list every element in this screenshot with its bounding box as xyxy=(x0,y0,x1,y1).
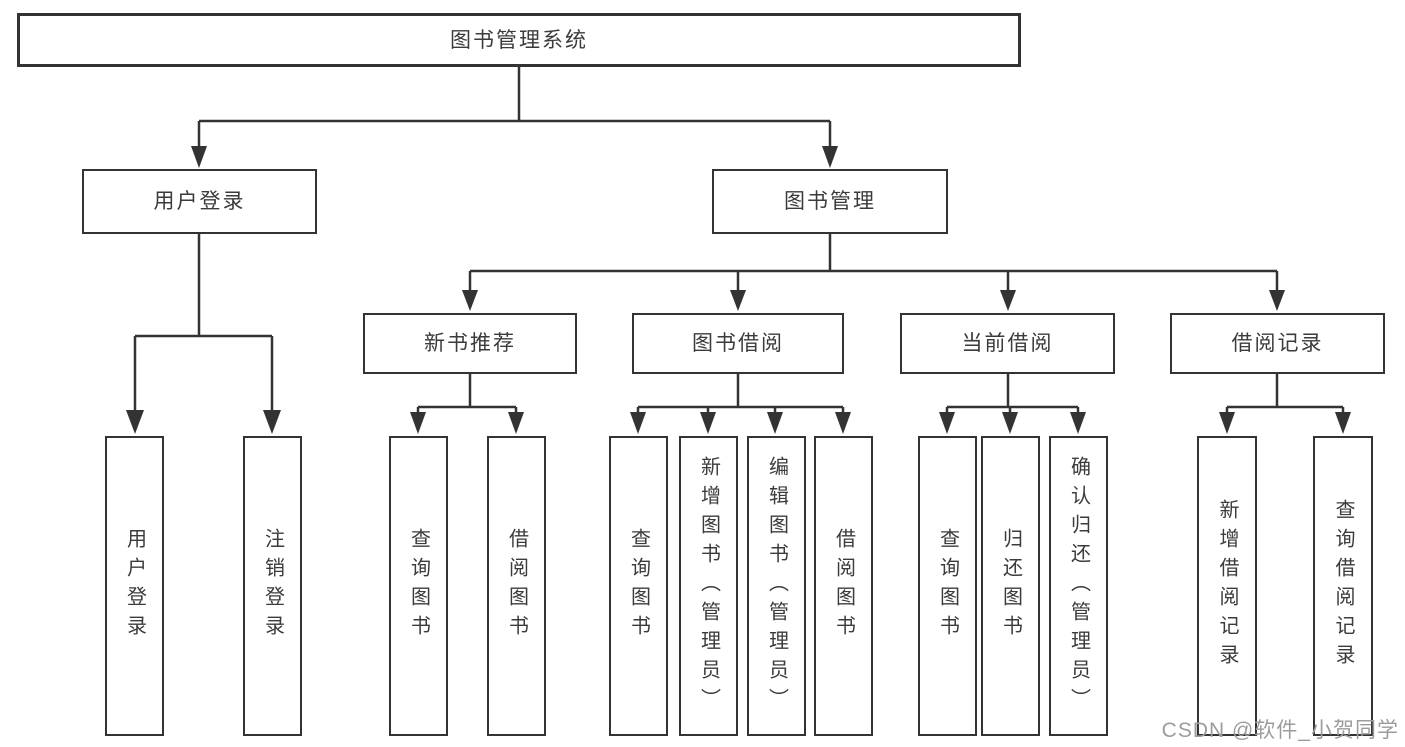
node-new-book-rec: 新书推荐 xyxy=(363,313,577,374)
leaf-br-add-record-label: 新增借阅记录 xyxy=(1216,499,1238,673)
leaf-bb-query-books: 查询图书 xyxy=(609,436,668,736)
leaf-rec-borrow-books: 借阅图书 xyxy=(487,436,546,736)
node-current-borrow-label: 当前借阅 xyxy=(961,332,1054,355)
leaf-user-login-label: 用户登录 xyxy=(123,528,146,644)
node-new-book-rec-label: 新书推荐 xyxy=(424,332,516,355)
leaf-br-query-record: 查询借阅记录 xyxy=(1313,436,1373,736)
leaf-br-query-record-label: 查询借阅记录 xyxy=(1332,499,1354,673)
node-book-mgmt: 图书管理 xyxy=(712,169,948,234)
leaf-rec-query-books-label: 查询图书 xyxy=(407,528,430,644)
node-book-borrow-label: 图书借阅 xyxy=(692,332,784,355)
leaf-bb-borrow-books-label: 借阅图书 xyxy=(832,528,855,644)
node-root-label: 图书管理系统 xyxy=(450,28,588,52)
leaf-logout: 注销登录 xyxy=(243,436,302,736)
leaf-cb-query-books-label: 查询图书 xyxy=(936,528,959,644)
csdn-watermark: CSDN @软件_小贺同学 xyxy=(1161,719,1399,742)
leaf-bb-query-books-label: 查询图书 xyxy=(627,528,650,644)
leaf-bb-borrow-books: 借阅图书 xyxy=(814,436,873,736)
node-user-login: 用户登录 xyxy=(82,169,317,234)
node-user-login-label: 用户登录 xyxy=(153,190,246,213)
leaf-logout-label: 注销登录 xyxy=(261,528,284,644)
node-book-borrow: 图书借阅 xyxy=(632,313,844,374)
node-borrow-records-label: 借阅记录 xyxy=(1231,332,1324,355)
leaf-cb-return-books-label: 归还图书 xyxy=(999,528,1022,644)
node-borrow-records: 借阅记录 xyxy=(1170,313,1385,374)
leaf-rec-query-books: 查询图书 xyxy=(389,436,448,736)
leaf-cb-confirm-return: 确认归还（管理员） xyxy=(1049,436,1108,736)
leaf-bb-edit-books-label: 编辑图书（管理员） xyxy=(765,455,788,717)
leaf-br-add-record: 新增借阅记录 xyxy=(1197,436,1257,736)
node-current-borrow: 当前借阅 xyxy=(900,313,1115,374)
leaf-cb-return-books: 归还图书 xyxy=(981,436,1040,736)
leaf-bb-add-books-label: 新增图书（管理员） xyxy=(697,455,720,717)
leaf-user-login: 用户登录 xyxy=(105,436,164,736)
node-book-mgmt-label: 图书管理 xyxy=(784,190,876,213)
node-root: 图书管理系统 xyxy=(17,13,1021,67)
leaf-cb-query-books: 查询图书 xyxy=(918,436,977,736)
leaf-cb-confirm-return-label: 确认归还（管理员） xyxy=(1067,455,1090,717)
leaf-bb-add-books: 新增图书（管理员） xyxy=(679,436,738,736)
leaf-rec-borrow-books-label: 借阅图书 xyxy=(505,528,528,644)
leaf-bb-edit-books: 编辑图书（管理员） xyxy=(747,436,806,736)
